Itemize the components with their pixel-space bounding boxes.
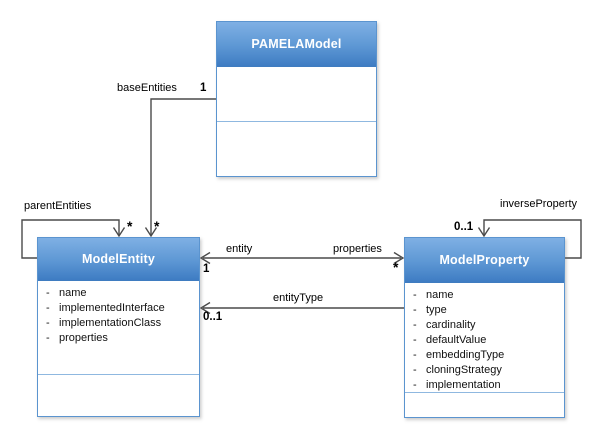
class-title-modelproperty: ModelProperty: [405, 238, 564, 283]
attribute-visibility: -: [413, 334, 417, 346]
label-base-entities: baseEntities: [117, 82, 177, 94]
attribute-name: implementationClass: [59, 317, 162, 329]
attribute-name: embeddingType: [426, 349, 505, 361]
multiplicity-entity: 1: [203, 263, 210, 275]
label-properties-role: properties: [333, 243, 382, 255]
attribute-row: - embeddingType: [413, 348, 560, 363]
class-box-pamelamodel: PAMELAModel: [216, 21, 377, 177]
pamelamodel-operations-compartment: [217, 122, 376, 176]
class-box-modelproperty: ModelProperty - name - type - cardinalit…: [404, 237, 565, 418]
attribute-visibility: -: [46, 317, 50, 329]
attribute-visibility: -: [413, 364, 417, 376]
modelentity-attributes-compartment: - name - implementedInterface - implemen…: [38, 281, 199, 375]
modelentity-operations-compartment: [38, 375, 199, 416]
attribute-visibility: -: [46, 332, 50, 344]
attribute-row: - implementedInterface: [46, 301, 195, 316]
attribute-name: cloningStrategy: [426, 364, 502, 376]
attribute-name: name: [426, 289, 454, 301]
arrowhead-inverse-property: [477, 227, 491, 238]
label-entity-role: entity: [226, 243, 253, 255]
class-title-modelentity: ModelEntity: [38, 238, 199, 281]
base-entities-connector: [150, 98, 216, 235]
multiplicity-base-entities-target: *: [154, 218, 160, 234]
attribute-name: implementedInterface: [59, 302, 165, 314]
attribute-row: - name: [413, 288, 560, 303]
attribute-visibility: -: [46, 287, 50, 299]
attribute-visibility: -: [413, 319, 417, 331]
attribute-name: name: [59, 287, 87, 299]
attribute-row: - defaultValue: [413, 333, 560, 348]
attribute-row: - properties: [46, 331, 195, 346]
multiplicity-parent-entities: *: [127, 218, 133, 234]
attribute-visibility: -: [413, 289, 417, 301]
attribute-row: - implementation: [413, 378, 560, 392]
attribute-name: type: [426, 304, 447, 316]
modelproperty-attributes-compartment: - name - type - cardinality - defaultVal…: [405, 283, 564, 393]
pamelamodel-attributes-compartment: [217, 67, 376, 122]
class-box-modelentity: ModelEntity - name - implementedInterfac…: [37, 237, 200, 417]
attribute-row: - cloningStrategy: [413, 363, 560, 378]
multiplicity-inverse-property: 0..1: [454, 221, 474, 233]
modelproperty-operations-compartment: [405, 393, 564, 417]
arrowhead-entity: [199, 251, 211, 265]
attribute-name: cardinality: [426, 319, 476, 331]
attribute-visibility: -: [46, 302, 50, 314]
attribute-row: - cardinality: [413, 318, 560, 333]
label-parent-entities: parentEntities: [24, 200, 92, 212]
attribute-row: - name: [46, 286, 195, 301]
attribute-row: - type: [413, 303, 560, 318]
multiplicity-entity-type: 0..1: [203, 311, 223, 323]
arrowhead-parent-entities: [112, 227, 126, 238]
label-entity-type: entityType: [273, 292, 324, 304]
class-title-pamelamodel: PAMELAModel: [217, 22, 376, 67]
label-inverse-property: inverseProperty: [500, 198, 578, 210]
attribute-name: implementation: [426, 379, 501, 391]
attribute-visibility: -: [413, 379, 417, 391]
attribute-row: - implementationClass: [46, 316, 195, 331]
attribute-name: properties: [59, 332, 108, 344]
attribute-name: defaultValue: [426, 334, 487, 346]
attribute-visibility: -: [413, 304, 417, 316]
multiplicity-base-entities-source: 1: [200, 82, 207, 94]
multiplicity-properties: *: [393, 259, 399, 275]
attribute-visibility: -: [413, 349, 417, 361]
